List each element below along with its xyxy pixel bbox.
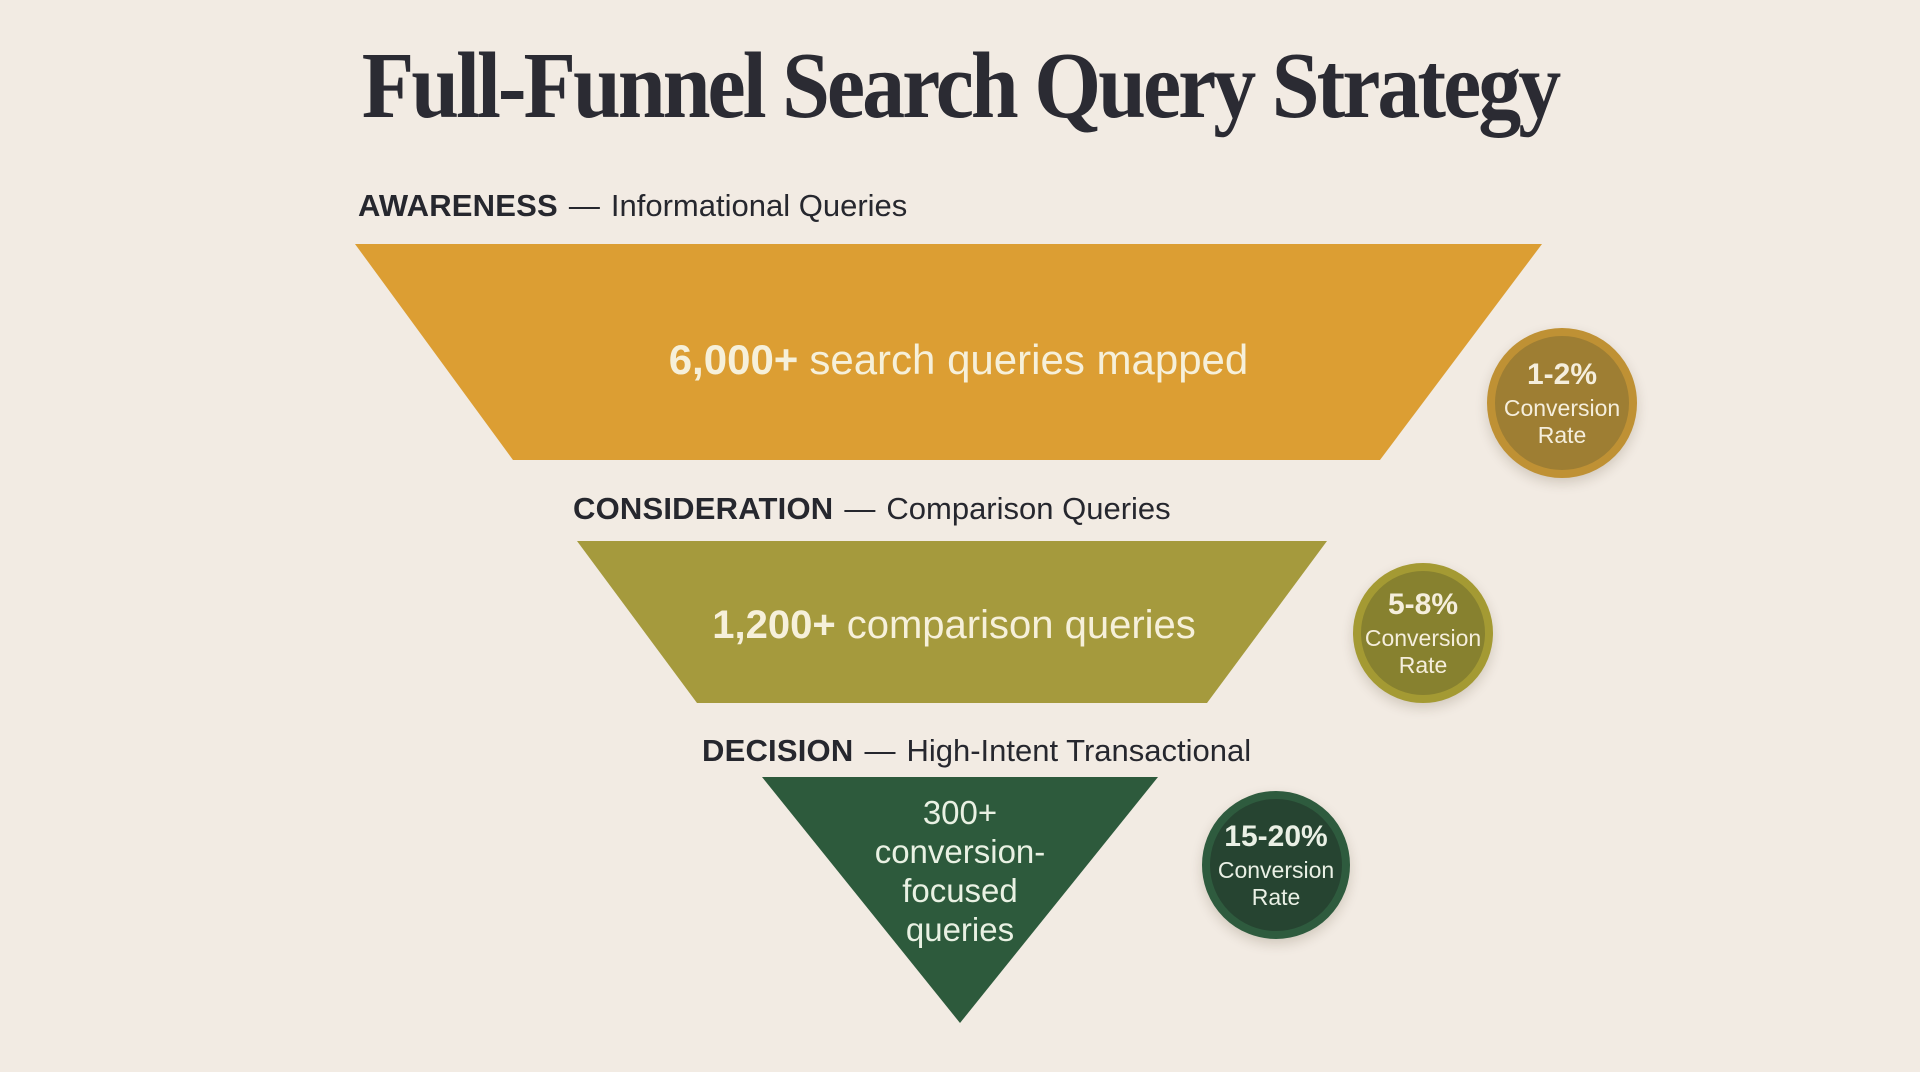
decision-value-line: 300+ (922, 794, 998, 831)
badge-caption-line1: Conversion (1217, 856, 1335, 883)
badge-caption-line2: Rate (1398, 651, 1448, 678)
badge-rate-consideration: 5-8% (1387, 587, 1459, 621)
stage-descriptor-awareness: Informational Queries (610, 188, 908, 223)
consideration-value-number: 1,200+ (712, 602, 836, 647)
stage-name-consideration: CONSIDERATION (573, 491, 834, 526)
funnel-trapezoid-consideration: 1,200+ comparison queries (577, 541, 1327, 703)
badge-caption-line2: Rate (1537, 421, 1587, 448)
awareness-value: 6,000+ search queries mapped (669, 336, 1249, 384)
stage-dash: — (568, 188, 600, 223)
page-title: Full-Funnel Search Query Strategy (361, 32, 1562, 138)
awareness-value-number: 6,000+ (668, 336, 799, 383)
conversion-badge-awareness: 1-2% Conversion Rate (1487, 328, 1637, 478)
decision-value: 300+ conversion- focused queries (875, 777, 1046, 949)
decision-value-line: conversion- (874, 833, 1046, 870)
stage-descriptor-decision: High-Intent Transactional (906, 733, 1252, 768)
stage-name-awareness: AWARENESS (358, 188, 558, 223)
decision-value-line: focused (902, 872, 1018, 909)
conversion-badge-consideration: 5-8% Conversion Rate (1353, 563, 1493, 703)
funnel-trapezoid-awareness: 6,000+ search queries mapped (355, 244, 1542, 460)
badge-rate-awareness: 1-2% (1526, 357, 1598, 391)
conversion-badge-decision: 15-20% Conversion Rate (1202, 791, 1350, 939)
stage-dash: — (844, 491, 876, 526)
badge-rate-decision: 15-20% (1224, 819, 1328, 853)
badge-caption-line1: Conversion (1364, 624, 1482, 651)
badge-caption-line1: Conversion (1503, 394, 1621, 421)
stage-descriptor-consideration: Comparison Queries (886, 491, 1171, 526)
decision-value-line: queries (905, 911, 1015, 948)
stage-name-decision: DECISION (702, 733, 854, 768)
stage-label-decision: DECISION — High-Intent Transactional (702, 733, 1251, 769)
stage-label-consideration: CONSIDERATION — Comparison Queries (573, 491, 1171, 527)
stage-dash: — (864, 733, 896, 768)
consideration-value-text: comparison queries (846, 602, 1196, 647)
awareness-value-text: search queries mapped (809, 336, 1249, 383)
consideration-value: 1,200+ comparison queries (712, 603, 1196, 648)
badge-caption-line2: Rate (1251, 883, 1301, 910)
stage-label-awareness: AWARENESS — Informational Queries (358, 188, 907, 224)
funnel-triangle-decision: 300+ conversion- focused queries (762, 777, 1158, 1023)
